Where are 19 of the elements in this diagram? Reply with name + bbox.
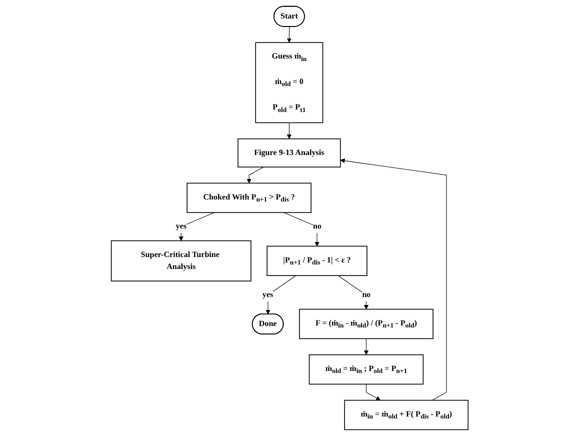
arrow xyxy=(286,26,292,43)
node-box: |P$_{n+1}$ / P$_{dis}$ - 1| < ε ? xyxy=(266,246,368,276)
edge-label: no xyxy=(312,222,322,231)
arrow xyxy=(340,158,447,401)
node-box: Super-Critical Turbine Analysis xyxy=(110,240,252,282)
node-box: Figure 9-13 Analysis xyxy=(237,138,341,168)
edge-label: yes xyxy=(262,290,273,300)
arrow xyxy=(283,212,320,246)
arrow xyxy=(366,384,380,400)
node-box: Guess ṁ$_{in}$ ṁ$_{old}$ = 0 P$_{old}$ = P$_{t1}$ xyxy=(255,42,323,124)
node-box: Choked With P$_{n+1}$ > P$_{dis}$ ? xyxy=(186,182,312,213)
edge-label: yes xyxy=(176,222,186,231)
node-box: ṁ$_{old}$ = ṁ$_{in}$ ; P$_{old}$ = P$_{n+1}$ xyxy=(308,354,424,385)
arrow xyxy=(286,122,292,140)
arrow xyxy=(246,166,264,184)
node-box: F = (ṁ$_{in}$ - ṁ$_{old}$) / (P$_{n+1}$ - P$_{old}$) xyxy=(298,308,434,340)
arrow xyxy=(364,338,368,355)
node-box: ṁ$_{in}$ = ṁ$_{old}$ + F( P$_{dis}$ - P$_{old}$) xyxy=(344,400,468,430)
edge-label: no xyxy=(362,290,370,300)
